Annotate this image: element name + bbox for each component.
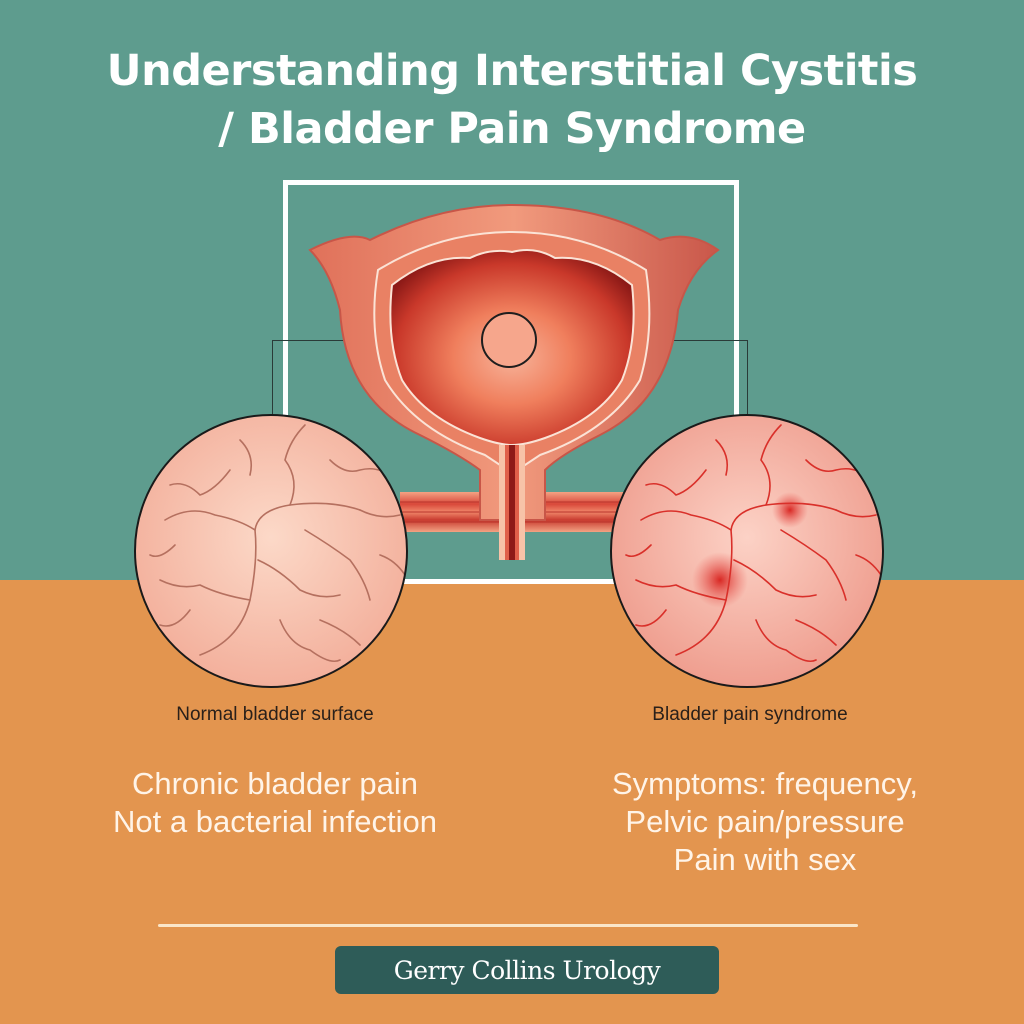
symptoms-text: Symptoms: frequency, Pelvic pain/pressur… bbox=[540, 765, 990, 879]
normal-surface-caption: Normal bladder surface bbox=[176, 704, 374, 725]
symptom-line: Pain with sex bbox=[673, 842, 857, 877]
brand-name: Gerry Collins Urology bbox=[393, 955, 661, 985]
brand-badge: Gerry Collins Urology bbox=[335, 946, 719, 994]
title-line-1: Understanding Interstitial Cystitis bbox=[106, 46, 918, 96]
title-line-2: / Bladder Pain Syndrome bbox=[218, 104, 806, 154]
symptom-line: Pelvic pain/pressure bbox=[625, 804, 905, 839]
bladder-pain-caption: Bladder pain syndrome bbox=[652, 704, 848, 725]
definition-line: Chronic bladder pain bbox=[131, 766, 419, 801]
divider bbox=[158, 924, 858, 927]
focus-circle bbox=[481, 312, 537, 368]
definition-line: Not a bacterial infection bbox=[113, 804, 437, 839]
page-title: Understanding Interstitial Cystitis / Bl… bbox=[0, 42, 1024, 158]
inflamed-surface-magnifier bbox=[610, 414, 884, 688]
normal-surface-magnifier bbox=[134, 414, 408, 688]
symptom-line: Symptoms: frequency, bbox=[611, 766, 919, 801]
urethra bbox=[499, 445, 525, 560]
definition-text: Chronic bladder pain Not a bacterial inf… bbox=[40, 765, 510, 841]
illustration-frame bbox=[283, 180, 739, 584]
